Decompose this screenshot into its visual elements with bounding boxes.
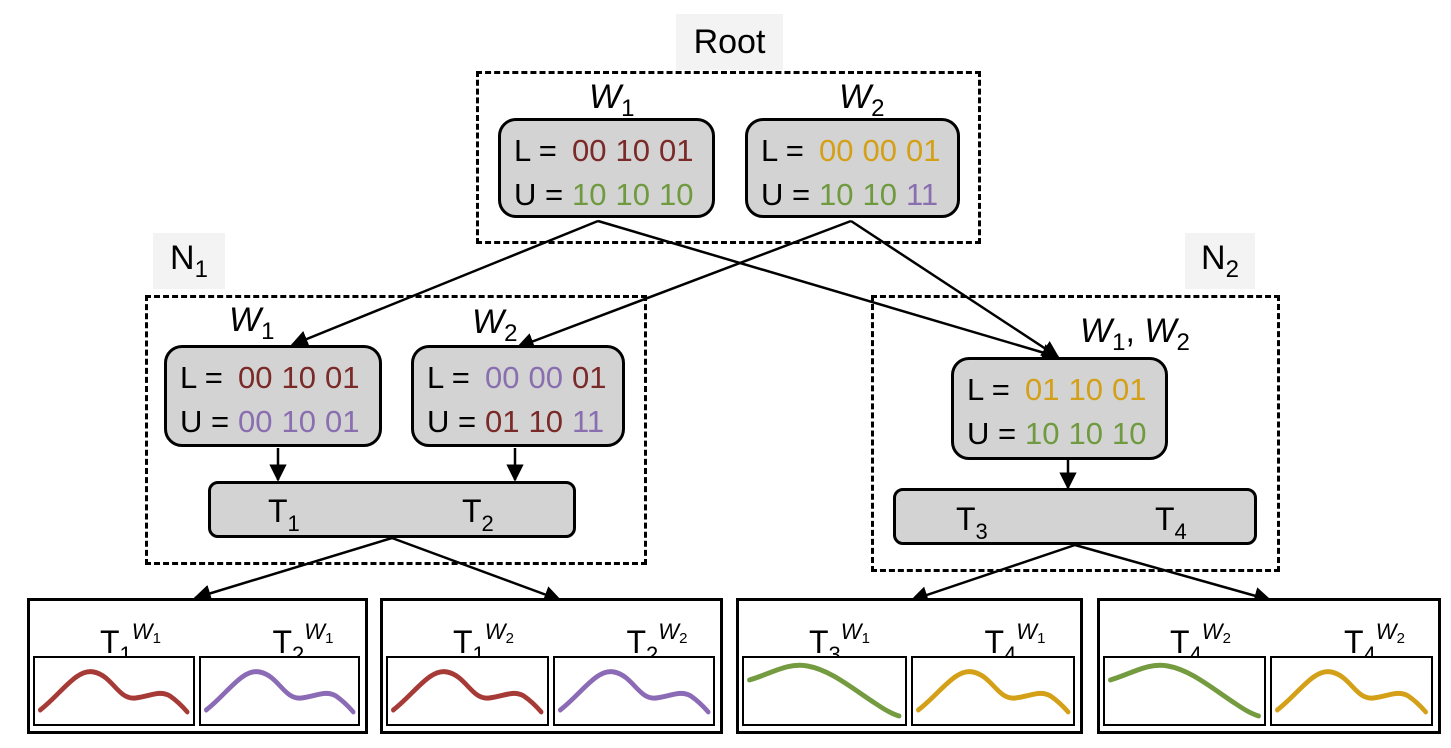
bit-group: 11 [905,177,939,212]
leaf-label: T3W1 [809,619,870,667]
upper-bound-prefix: U = [180,404,230,439]
bit-group: 10 [615,177,650,212]
curve-panel [552,656,715,726]
lower-bound-prefix: L = [427,360,470,395]
curve-panel [742,656,907,726]
bit-group: 10 [281,404,316,439]
bit-group: 00 [572,133,607,168]
curve-line [915,669,1070,715]
lower-bound-prefix: L = [514,133,557,168]
curve-line [203,669,355,715]
lower-bound-prefix: L = [761,133,804,168]
n1-group [145,295,647,565]
arrow-n2-t-to-leaf4 [1074,543,1272,605]
upper-bound-prefix: U = [967,416,1017,451]
bit-group: 10 [615,133,650,168]
arrow-n2-t-to-leaf3 [910,543,1076,604]
bit-group: 00 [862,133,897,168]
curve-panel [1270,656,1433,726]
n2-title: N2 [1185,233,1255,289]
lower-bound-prefix: L = [967,372,1010,407]
bit-group: 01 [1025,372,1060,407]
curve-panel [910,656,1075,726]
curve-line [391,669,544,715]
n2-t4-label: T4 [1155,501,1187,544]
n2-t3-label: T3 [956,501,988,544]
n2-w-label: W1, W2 [1080,312,1190,356]
n1-t2-label: T2 [462,493,494,536]
curve-line [1275,669,1428,715]
bit-group: 01 [571,360,607,395]
upper-bound-prefix: U = [427,404,477,439]
upper-bound-prefix: U = [514,177,564,212]
bit-group: 01 [485,404,520,439]
root-w2-label: W2 [839,78,885,122]
bit-group: 10 [658,177,694,212]
bit-group: 10 [1111,416,1147,451]
bit-group: 00 [238,360,273,395]
arrow-n1-t-to-leaf1 [193,536,393,602]
curve-panel [33,656,195,726]
leaf-label: T4W2 [1170,619,1231,667]
n2-group [871,295,1280,572]
n1-w1-label: W1 [229,301,275,345]
bit-group: 10 [1068,416,1103,451]
curve-line [38,669,190,715]
curve-line [1108,662,1261,719]
curve-panel [386,656,549,726]
root-w1-label: W1 [589,78,635,122]
bit-group: 00 [528,360,563,395]
bit-group: 10 [1068,372,1103,407]
curve-line [557,669,710,715]
bit-group: 00 [238,404,273,439]
leaf-label: T2W2 [626,619,688,667]
n2-t-box [893,488,1257,545]
curve-line [747,662,902,719]
bit-group: 10 [862,177,897,212]
curve-panel [1103,656,1266,726]
bit-group: 11 [571,404,605,439]
n1-title: N1 [153,233,225,289]
lower-bound-prefix: L = [180,360,223,395]
bit-group: 00 [485,360,520,395]
bit-group: 01 [658,133,694,168]
bit-group: 10 [819,177,854,212]
bit-group: 01 [905,133,941,168]
bit-group: 01 [324,404,360,439]
bit-group: 10 [572,177,607,212]
upper-bound-prefix: U = [761,177,811,212]
bit-group: 01 [324,360,360,395]
bit-group: 10 [528,404,563,439]
n1-w2-label: W2 [472,303,518,347]
n1-t1-label: T1 [268,493,300,536]
arrow-n1-t-to-leaf2 [391,536,562,603]
bit-group: 01 [1111,372,1147,407]
bit-group: 00 [819,133,854,168]
root-title: Root [676,14,783,70]
bit-group: 10 [1025,416,1060,451]
curve-panel [198,656,360,726]
n1-t-box [208,481,576,538]
bit-group: 10 [281,360,316,395]
root-group [476,71,981,244]
